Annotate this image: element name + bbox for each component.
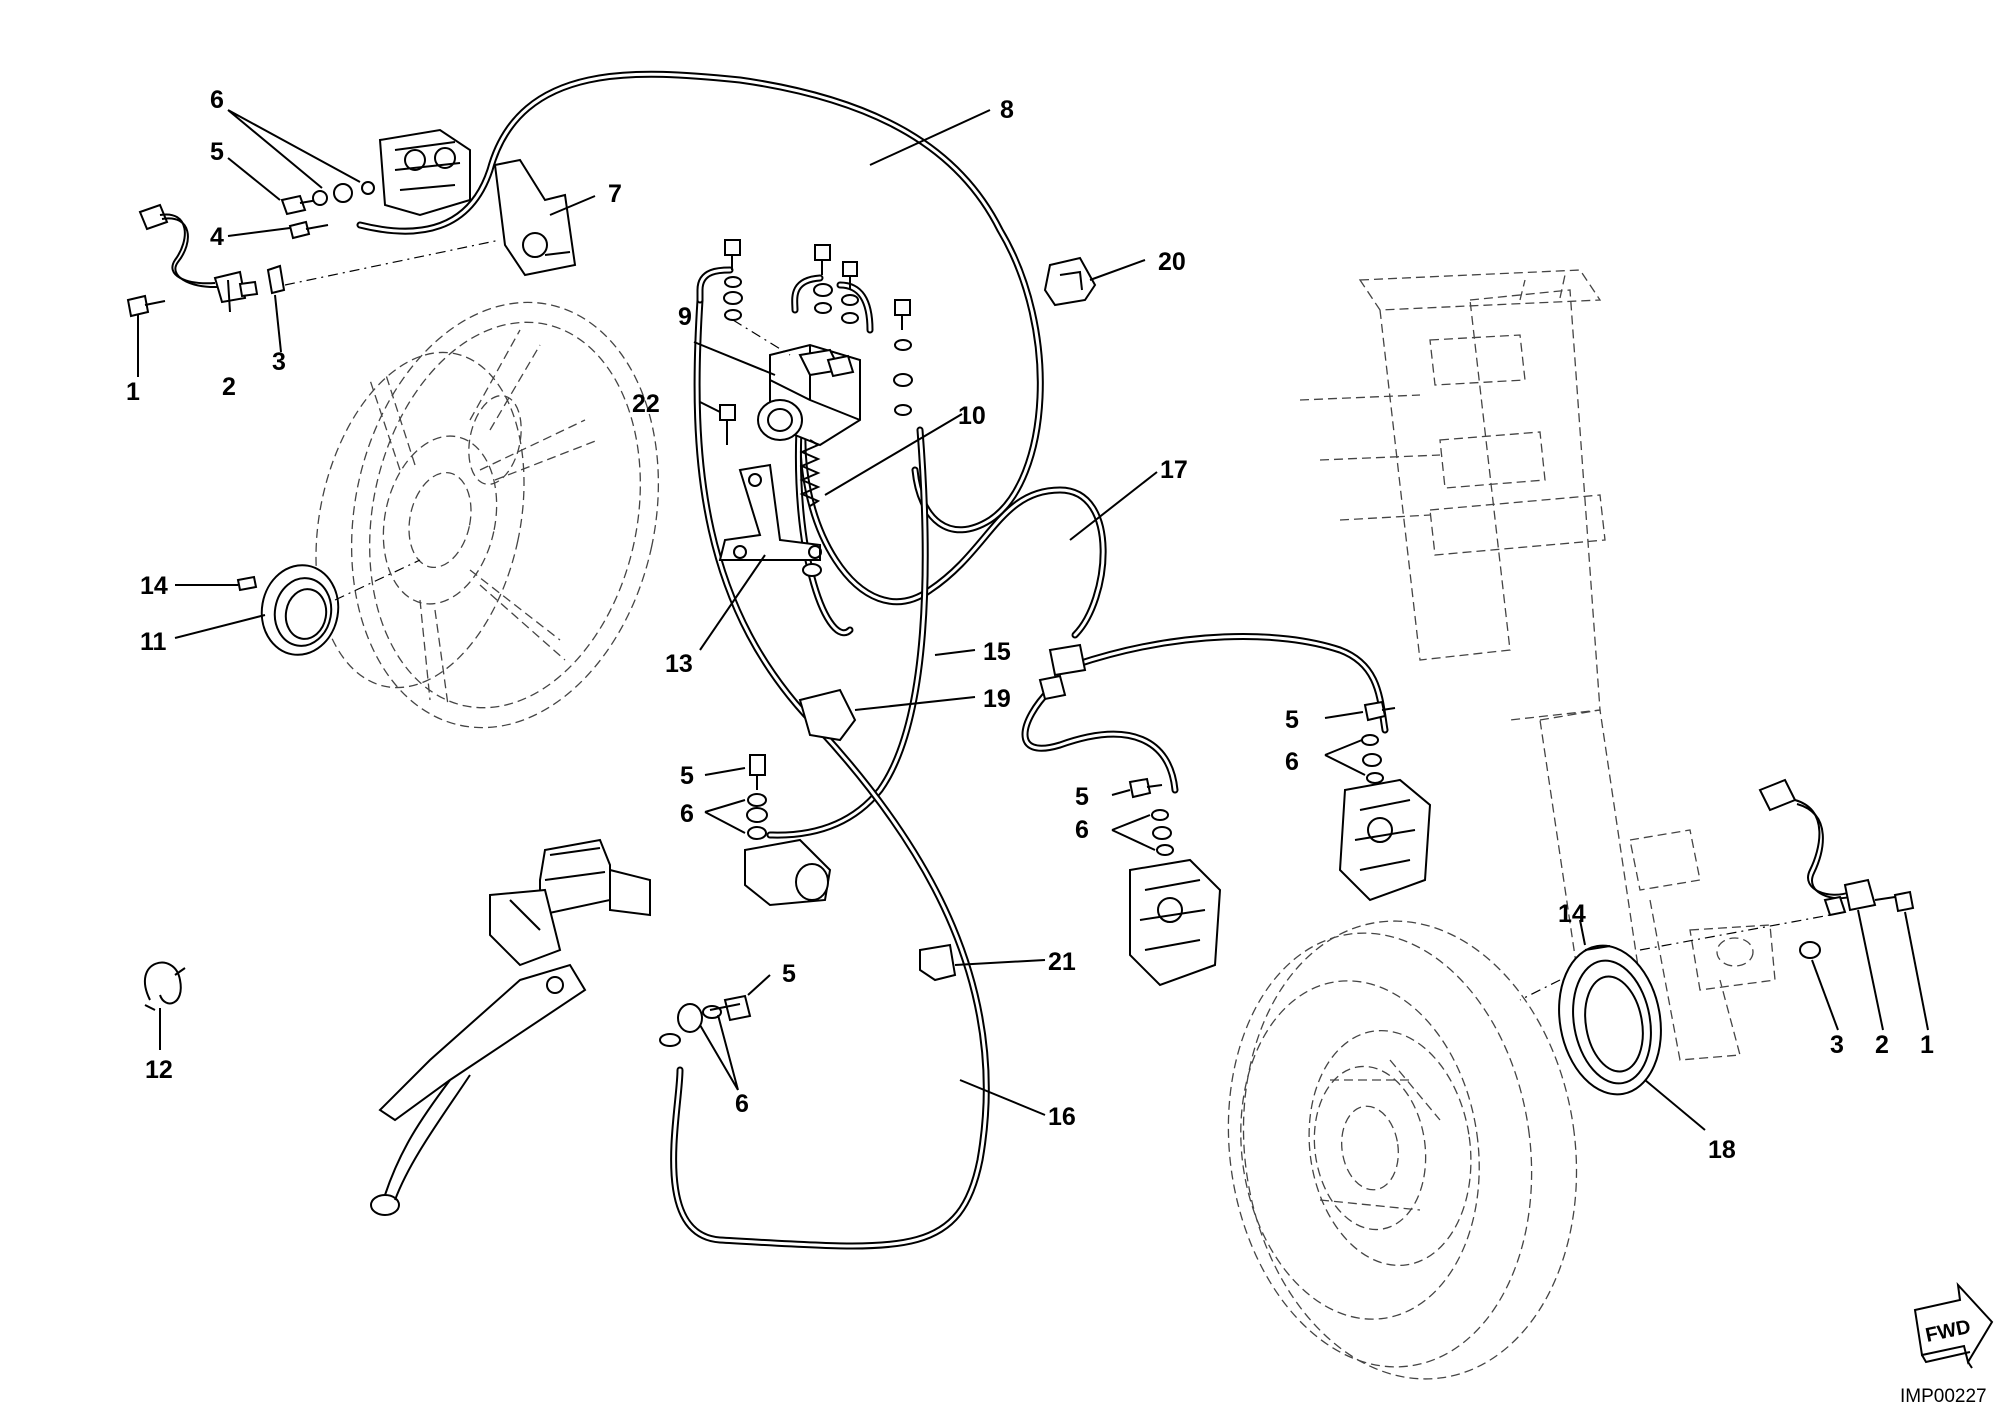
callout-10: 10 — [958, 402, 986, 430]
hose-clip-20 — [1043, 256, 1097, 307]
callout-5-front-master: 5 — [782, 960, 796, 988]
callout-2: 2 — [222, 373, 236, 401]
callout-6-left-caliper: 6 — [1075, 816, 1089, 844]
callout-16: 16 — [1048, 1103, 1076, 1131]
front-tone-ring-bolt — [1584, 945, 1611, 951]
callout-19: 19 — [983, 685, 1011, 713]
rear-speed-sensor — [126, 203, 286, 318]
callout-6-front-master: 6 — [735, 1090, 749, 1118]
rear-caliper-bolts — [280, 181, 375, 240]
callout-18: 18 — [1708, 1136, 1736, 1164]
front-right-caliper — [1338, 700, 1432, 902]
front-wheel — [1227, 920, 1578, 1380]
callout-22: 22 — [632, 390, 660, 418]
callout-20: 20 — [1158, 248, 1186, 276]
hose-clip-20-detail — [1059, 270, 1083, 291]
callout-21: 21 — [1048, 948, 1076, 976]
abs-modulator — [757, 343, 861, 447]
front-left-caliper — [1128, 777, 1222, 987]
callout-6-rear-master: 6 — [680, 800, 694, 828]
hose-clip-12 — [143, 961, 182, 1005]
forward-arrow-icon: FWD — [1913, 1281, 1994, 1369]
callout-13: 13 — [665, 650, 693, 678]
front-master-fittings — [659, 994, 752, 1047]
callout-15: 15 — [983, 638, 1011, 666]
front-master-cylinder — [489, 838, 651, 967]
rear-tone-ring-bolt — [236, 575, 258, 592]
front-tone-ring-axis — [1519, 979, 1561, 1001]
hose-clip-21 — [919, 943, 957, 982]
abs-bracket — [718, 404, 822, 561]
callout-5-right-caliper: 5 — [1285, 706, 1299, 734]
abs-bolts — [723, 239, 913, 416]
rear-caliper — [378, 128, 471, 217]
leader-lines — [137, 109, 1929, 1131]
hose-clip-19 — [798, 688, 857, 742]
rear-tone-ring-axis — [334, 559, 421, 601]
callout-5: 5 — [210, 138, 224, 166]
abs-mount-axis — [732, 319, 791, 356]
hose-splitter — [1038, 643, 1087, 701]
callout-11: 11 — [140, 628, 167, 656]
callout-1: 1 — [126, 378, 140, 406]
callout-6-right-caliper: 6 — [1285, 748, 1299, 776]
brake-hoses — [356, 70, 1389, 1250]
callout-3-front: 3 — [1830, 1031, 1844, 1059]
callout-7: 7 — [608, 180, 622, 208]
callout-4: 4 — [210, 223, 224, 251]
callout-9: 9 — [678, 303, 692, 331]
callout-17: 17 — [1160, 456, 1188, 484]
front-speed-sensor — [1758, 778, 1915, 959]
abs-spring — [799, 439, 822, 577]
callout-8: 8 — [1000, 96, 1014, 124]
rear-sensor-axis — [284, 239, 501, 286]
front-sensor-axis — [1639, 914, 1831, 951]
rear-caliper-bracket — [493, 158, 577, 277]
front-tone-ring — [1558, 944, 1662, 1096]
front-brake-lever — [370, 963, 587, 1216]
callout-1-front: 1 — [1920, 1031, 1934, 1059]
callout-12: 12 — [145, 1056, 173, 1084]
drawing-reference: IMP00227 — [1900, 1386, 1987, 1407]
callout-5-left-caliper: 5 — [1075, 783, 1089, 811]
front-fork — [1299, 269, 1776, 1061]
rear-wheel — [315, 301, 660, 729]
callout-14: 14 — [140, 572, 168, 600]
rear-master-cylinder — [744, 754, 832, 907]
callout-3: 3 — [272, 348, 286, 376]
callout-6: 6 — [210, 86, 224, 114]
callout-2-front: 2 — [1875, 1031, 1889, 1059]
callout-labels: 1 2 3 4 5 6 7 8 9 10 11 12 13 14 15 16 1… — [126, 86, 1934, 1164]
callout-14-front: 14 — [1558, 900, 1586, 928]
hose-clip-12-ends — [144, 967, 186, 1011]
rear-tone-ring — [260, 564, 340, 656]
callout-5-rear-master: 5 — [680, 762, 694, 790]
